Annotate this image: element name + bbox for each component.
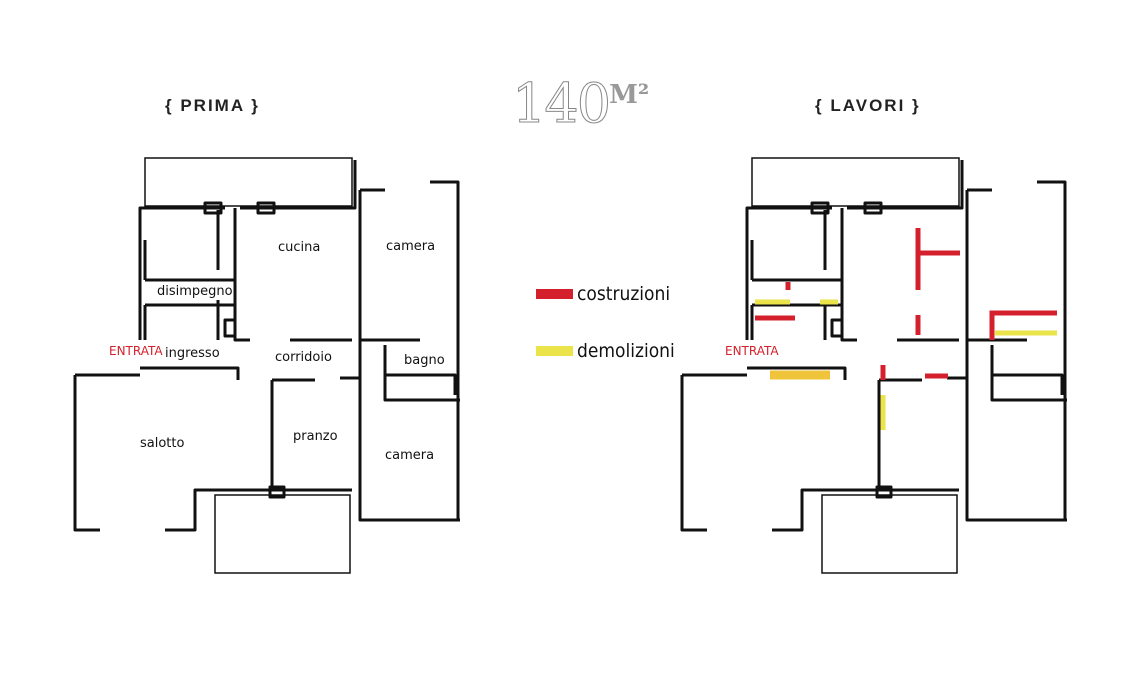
room-ingresso: ingresso	[165, 346, 220, 361]
lavori-title: { LAVORI }	[815, 96, 921, 115]
demolizioni-marks	[755, 299, 1057, 430]
room-camera-2: camera	[385, 448, 434, 463]
legend-label: costruzioni	[577, 283, 671, 305]
area-label: 140M²	[511, 72, 650, 136]
legend-demolizioni: demolizioni	[536, 340, 675, 362]
entrance-label-left: ENTRATA	[109, 344, 163, 358]
entrance-label-right: ENTRATA	[725, 344, 779, 358]
prima-title: { PRIMA }	[165, 96, 260, 115]
room-salotto: salotto	[140, 436, 184, 451]
prima-plan	[73, 156, 462, 575]
area-unit: M²	[609, 80, 650, 110]
room-bagno: bagno	[404, 353, 445, 368]
room-pranzo: pranzo	[293, 429, 338, 444]
room-camera-1: camera	[386, 239, 435, 254]
area-value: 140	[511, 72, 611, 136]
lavori-plan	[680, 156, 1069, 575]
legend-costruzioni: costruzioni	[536, 283, 670, 305]
yellow-swatch	[536, 346, 573, 356]
room-cucina: cucina	[278, 240, 320, 255]
red-swatch	[536, 289, 573, 299]
legend-label: demolizioni	[577, 340, 675, 362]
room-disimpegno: disimpegno	[157, 284, 233, 299]
room-corridoio: corridoio	[275, 350, 332, 365]
costruzioni-marks	[755, 228, 1057, 380]
